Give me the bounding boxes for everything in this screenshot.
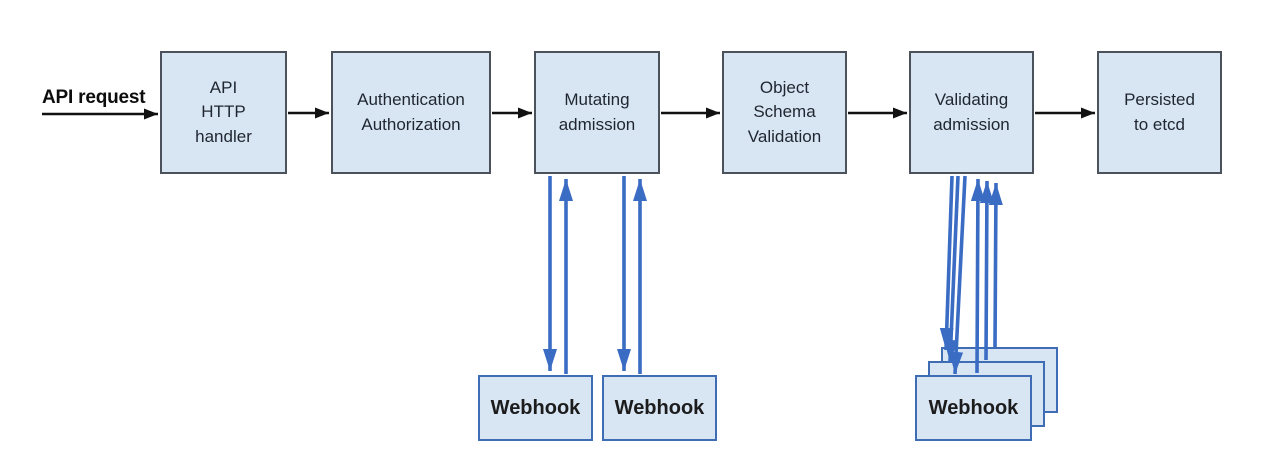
arrow-stack-3-to-validating xyxy=(988,182,1003,348)
box-mutating-admission: Mutating admission xyxy=(534,51,660,174)
webhook-label: Webhook xyxy=(490,396,581,419)
webhook-box-validating: Webhook xyxy=(915,375,1032,441)
arrow-stack-1-to-validating xyxy=(970,178,985,374)
webhook-box-mutating-2: Webhook xyxy=(602,375,717,441)
api-request-label: API request xyxy=(42,87,146,108)
arrow-validating-to-stack-1 xyxy=(939,175,954,351)
box-label-line: Authentication xyxy=(357,89,465,109)
box-label-line: Validating xyxy=(934,89,1009,109)
box-label-line: API xyxy=(209,77,238,97)
box-label-line: admission xyxy=(933,114,1010,134)
box-label-line: handler xyxy=(195,126,252,146)
box-label-line: Persisted xyxy=(1124,89,1195,109)
validating-webhook-arrows xyxy=(939,175,1003,375)
box-label-line: Authorization xyxy=(361,114,461,134)
box-label-line: admission xyxy=(558,114,636,134)
arrow-validating-to-stack-2 xyxy=(943,175,960,363)
box-api-http-handler: API HTTP handler xyxy=(160,51,287,174)
box-validating-admission: Validating admission xyxy=(909,51,1034,174)
box-label-line: Mutating xyxy=(564,89,630,109)
box-label-line: to etcd xyxy=(1133,114,1186,134)
box-object-schema-validation: Object Schema Validation xyxy=(722,51,847,174)
webhook-label: Webhook xyxy=(928,396,1019,419)
webhook-label: Webhook xyxy=(614,396,705,419)
arrow-validating-to-stack-3 xyxy=(949,175,967,375)
mutating-webhook-arrows xyxy=(543,176,647,374)
box-label-line: Validation xyxy=(747,126,822,146)
box-label-line: Schema xyxy=(753,102,816,122)
box-persisted-to-etcd: Persisted to etcd xyxy=(1097,51,1222,174)
box-label-line: HTTP xyxy=(201,102,246,122)
box-label-line: Object xyxy=(759,77,810,97)
box-authentication-authorization: Authentication Authorization xyxy=(331,51,491,174)
webhook-box-mutating-1: Webhook xyxy=(478,375,593,441)
arrow-stack-2-to-validating xyxy=(979,180,994,361)
